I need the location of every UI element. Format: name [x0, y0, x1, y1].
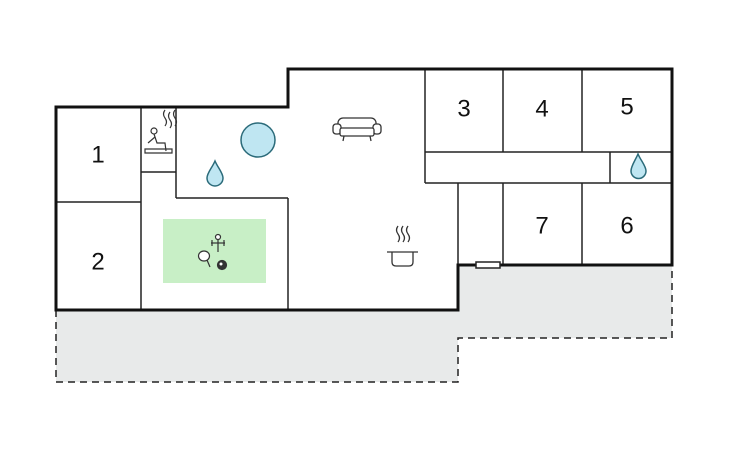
room-number-3: 3 [457, 96, 470, 123]
room-number-1: 1 [91, 142, 104, 169]
water-drop-icon [630, 152, 647, 180]
terrace-area [56, 265, 672, 382]
sauna-icon [144, 109, 178, 154]
terrace-outline [55, 265, 673, 383]
room-number-4: 4 [535, 96, 548, 123]
cooking-pot-icon [387, 225, 418, 267]
water-drop-icon [206, 159, 224, 187]
exterior-wall [54, 67, 674, 312]
table-tennis-and-foosball-icon [197, 233, 228, 271]
room-number-5: 5 [620, 94, 633, 121]
sofa-icon [332, 117, 382, 142]
room-number-2: 2 [91, 249, 104, 276]
activity-area [163, 219, 266, 283]
hot-tub-icon [240, 122, 276, 158]
room-number-7: 7 [535, 213, 548, 240]
room-number-6: 6 [620, 213, 633, 240]
door-marker [475, 261, 501, 269]
interior-walls [56, 69, 672, 310]
